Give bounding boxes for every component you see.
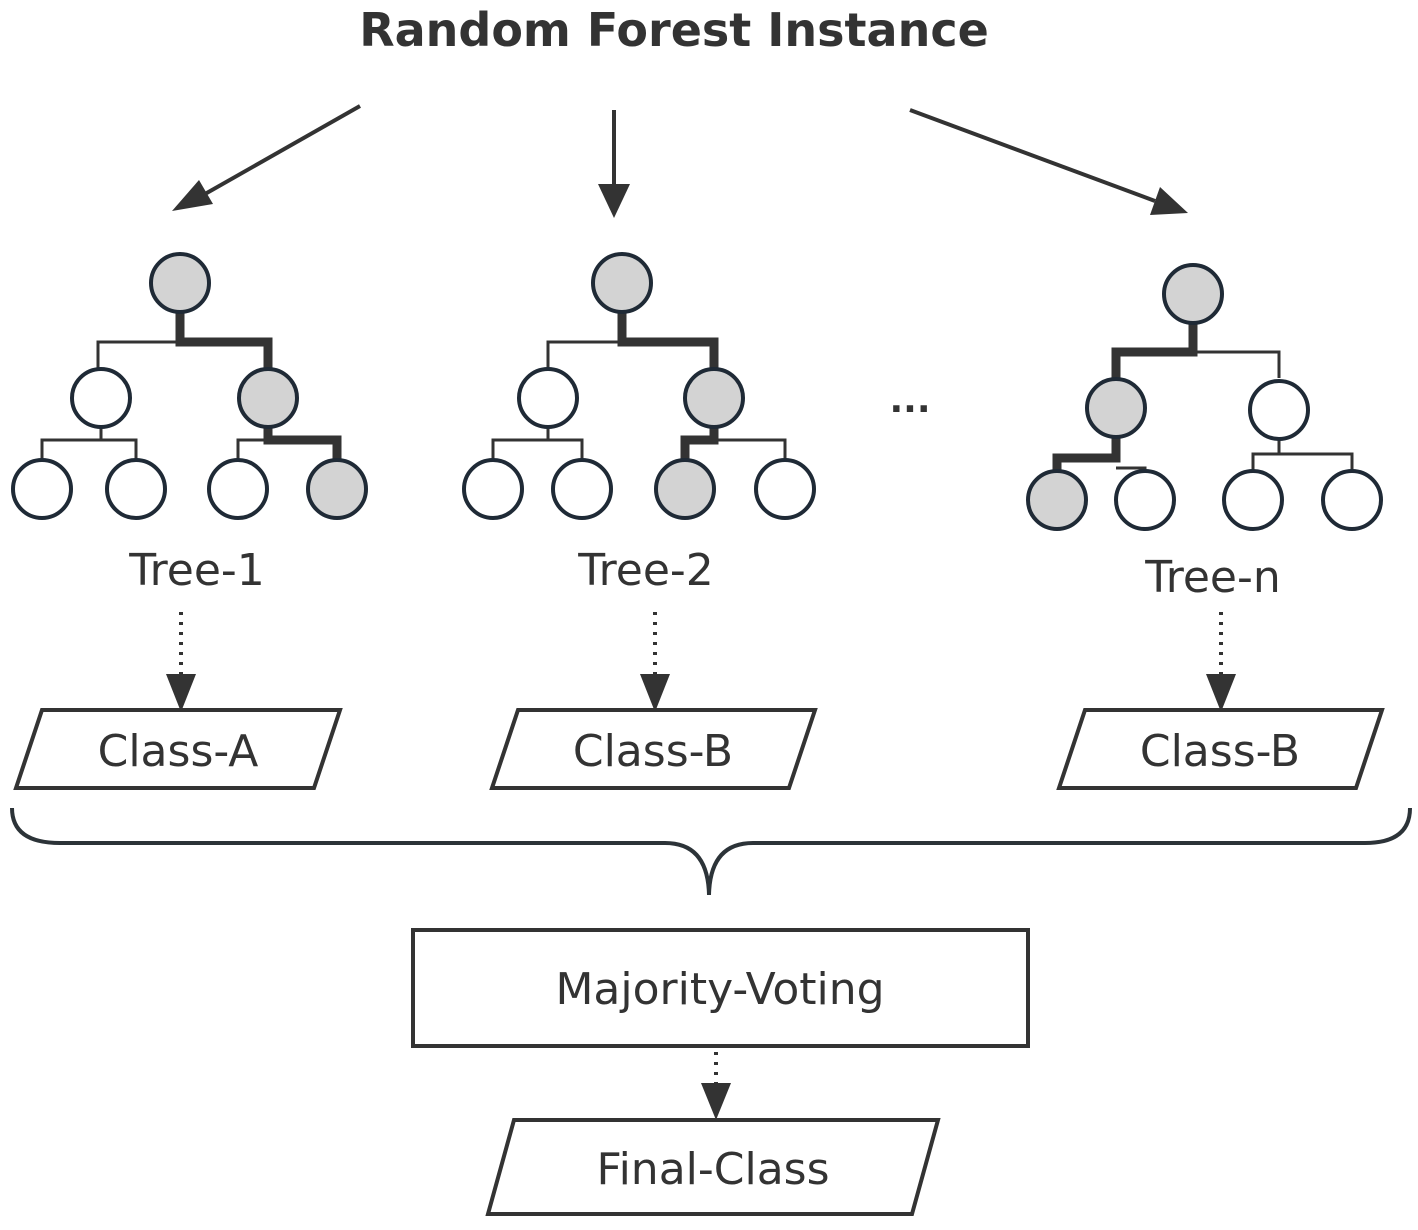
tree-n-root-node bbox=[1162, 263, 1224, 325]
tree-1-leaf bbox=[11, 458, 73, 520]
tree-n-node bbox=[1248, 379, 1310, 441]
tree-2-leaf bbox=[462, 458, 524, 520]
tree-2-node bbox=[517, 367, 579, 429]
aggregation-brace bbox=[10, 807, 1412, 896]
class-b-parallelogram-tree-2 bbox=[489, 708, 818, 790]
tree-2-class-label: Class-B bbox=[573, 726, 733, 777]
tree-2-node bbox=[683, 367, 745, 429]
tree-1-node bbox=[237, 367, 299, 429]
tree-2-label: Tree-2 bbox=[577, 545, 714, 596]
tree-1-leaf bbox=[105, 458, 167, 520]
tree-1-label: Tree-1 bbox=[128, 545, 265, 596]
tree-1-class-label: Class-A bbox=[98, 726, 259, 777]
arrow-to-tree-n bbox=[909, 108, 1188, 215]
tree-n-leaf bbox=[1321, 469, 1383, 531]
arrow-to-tree-1 bbox=[172, 104, 361, 211]
arrow-to-tree-2 bbox=[598, 110, 630, 218]
final-output-arrow bbox=[701, 1052, 731, 1120]
tree-2-output-arrow bbox=[640, 612, 670, 712]
tree-1-node bbox=[70, 367, 132, 429]
class-a-parallelogram bbox=[13, 708, 343, 790]
more-trees-ellipsis: ... bbox=[889, 380, 930, 421]
majority-voting-box bbox=[411, 928, 1030, 1048]
tree-1-leaf bbox=[306, 458, 368, 520]
tree-2-leaf bbox=[551, 458, 613, 520]
tree-n bbox=[1026, 263, 1383, 531]
tree-1-root-node bbox=[149, 252, 211, 314]
tree-n-output-arrow bbox=[1206, 612, 1236, 712]
tree-1 bbox=[11, 252, 368, 520]
tree-n-leaf bbox=[1114, 469, 1176, 531]
tree-n-node bbox=[1085, 377, 1147, 439]
majority-voting-label: Majority-Voting bbox=[555, 964, 884, 1015]
diagram-title: Random Forest Instance bbox=[359, 3, 989, 57]
tree-2-leaf bbox=[654, 458, 716, 520]
tree-1-output-arrow bbox=[166, 612, 196, 712]
tree-n-class-label: Class-B bbox=[1140, 726, 1300, 777]
tree-n-leaf bbox=[1026, 469, 1088, 531]
tree-2-leaf bbox=[754, 458, 816, 520]
tree-2 bbox=[462, 252, 816, 520]
tree-1-leaf bbox=[207, 458, 269, 520]
class-b-parallelogram-tree-n bbox=[1056, 708, 1385, 790]
tree-2-root-node bbox=[591, 252, 653, 314]
final-class-label: Final-Class bbox=[596, 1144, 829, 1195]
tree-n-label: Tree-n bbox=[1144, 552, 1280, 603]
tree-n-leaf bbox=[1222, 469, 1284, 531]
final-class-parallelogram bbox=[485, 1118, 941, 1216]
